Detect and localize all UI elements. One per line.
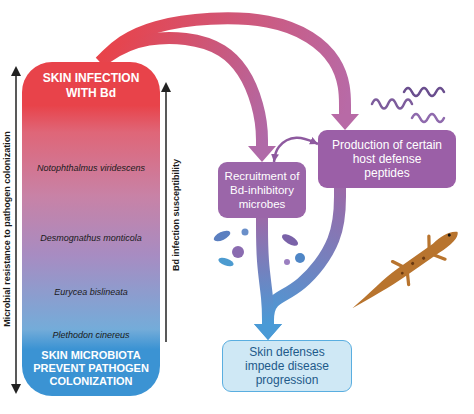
process-box: Recruitment of Bd-inhibitory microbes <box>218 162 306 218</box>
species-name: Plethodon cinereus <box>52 330 129 340</box>
axis-label: Bd infection susceptibility <box>171 159 181 271</box>
process-box: Production of certain host defense pepti… <box>318 130 456 188</box>
scale-arrow <box>11 66 21 394</box>
node-text: SKIN INFECTION WITH Bd <box>36 71 146 101</box>
species-name: Eurycea bislineata <box>54 287 128 297</box>
newt-illustration <box>344 221 467 319</box>
microbe-illustration <box>212 229 305 269</box>
species-name: Notophthalmus viridescens <box>37 163 145 173</box>
node-text: Recruitment of Bd-inhibitory microbes <box>218 169 306 211</box>
connector-arrow <box>274 138 318 162</box>
peptide-illustration <box>372 88 444 122</box>
connector-arrow <box>262 218 268 324</box>
node-text: Production of certain host defense pepti… <box>318 138 456 180</box>
outcome-box: Skin defenses impede disease progression <box>222 340 352 392</box>
node-text: Skin defenses impede disease progression <box>223 345 351 387</box>
gradient-band: SKIN INFECTION WITH Bd SKIN MICROBIOTA PR… <box>22 62 160 396</box>
scale-arrow <box>161 82 171 342</box>
species-name: Desmognathus monticola <box>40 233 142 243</box>
axis-label: Microbial resistance to pathogen coloniz… <box>2 131 12 327</box>
node-text: SKIN MICROBIOTA PREVENT PATHOGEN COLONIZ… <box>31 349 151 388</box>
